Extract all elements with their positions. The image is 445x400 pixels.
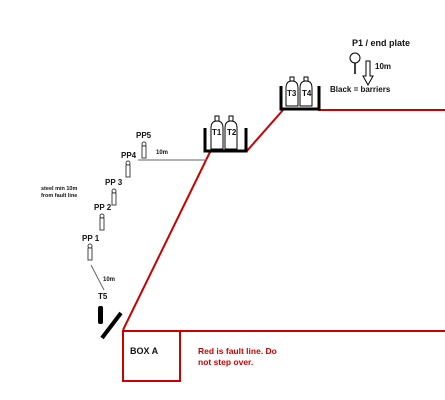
steel-note-line1: steel min 10m bbox=[41, 186, 78, 192]
barriers-legend: Black = barriers bbox=[330, 85, 391, 94]
arrow-distance-label: 10m bbox=[375, 62, 392, 71]
fault-note-line1: Red is fault line. Do bbox=[198, 346, 277, 356]
label-t1: T1 bbox=[212, 128, 222, 137]
label-t5: T5 bbox=[98, 292, 108, 301]
label-pp2: PP 2 bbox=[94, 203, 112, 212]
down-arrow-icon bbox=[362, 60, 374, 87]
popper-icons bbox=[87, 141, 147, 261]
label-pp4: PP4 bbox=[121, 151, 137, 160]
p1-end-plate-group bbox=[349, 52, 374, 87]
t5-barrier bbox=[100, 311, 123, 340]
barrier-t1-t2 bbox=[203, 115, 248, 153]
label-t4: T4 bbox=[302, 89, 312, 98]
popper-pp5-icon bbox=[141, 141, 147, 159]
end-plate-icon bbox=[349, 52, 361, 64]
box-a-label: BOX A bbox=[130, 346, 159, 356]
target-t3-icon bbox=[285, 76, 299, 107]
popper-pp2-icon bbox=[99, 213, 105, 231]
p1-label: P1 / end plate bbox=[352, 38, 411, 48]
fault-note-line2: not step over. bbox=[198, 357, 254, 367]
label-t2: T2 bbox=[227, 128, 237, 137]
fault-lines bbox=[122, 109, 445, 382]
label-pp3: PP 3 bbox=[105, 178, 123, 187]
target-t5-plate-icon bbox=[98, 306, 103, 324]
path-pp1-to-t5 bbox=[90, 264, 105, 291]
path-lines bbox=[90, 159, 207, 291]
barrier-t3-t4 bbox=[279, 76, 321, 111]
target-t4-icon bbox=[299, 76, 313, 107]
label-t3: T3 bbox=[287, 89, 297, 98]
popper-pp3-icon bbox=[111, 188, 117, 206]
label-pp5: PP5 bbox=[136, 131, 152, 140]
popper-pp4-icon bbox=[125, 160, 131, 178]
fault-line-diagonal-lower bbox=[122, 151, 211, 331]
popper-pp1-icon bbox=[87, 243, 93, 261]
label-dist-pp4-pp5: 10m bbox=[156, 150, 169, 156]
box-a-outline bbox=[122, 330, 181, 382]
target-t5-group bbox=[98, 306, 123, 340]
label-dist-t5: 10m bbox=[103, 277, 116, 283]
steel-note-line2: from fault line bbox=[41, 193, 78, 199]
label-pp1: PP 1 bbox=[82, 234, 100, 243]
fault-line-upper-slope bbox=[245, 109, 284, 153]
target-t2-icon bbox=[224, 115, 238, 150]
target-t1-icon bbox=[210, 115, 224, 150]
